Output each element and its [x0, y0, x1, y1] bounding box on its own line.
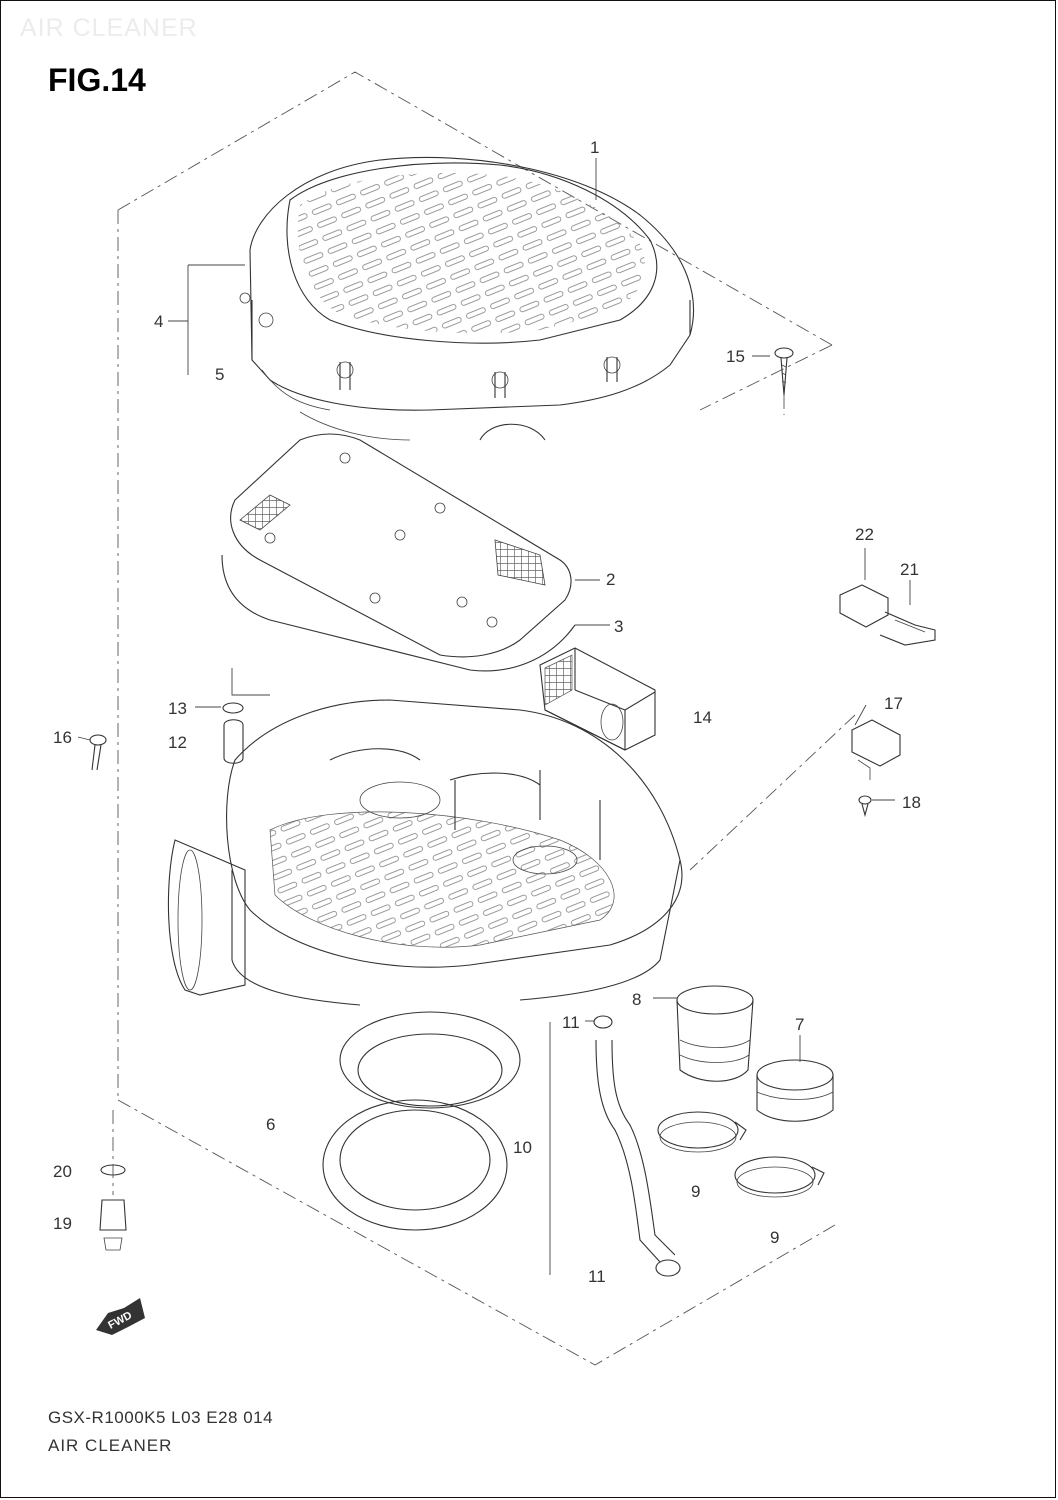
callout-9b: 9: [770, 1228, 779, 1247]
callout-14: 14: [693, 708, 712, 727]
figure-title: FIG.14: [48, 62, 146, 98]
footer-caption: AIR CLEANER: [48, 1436, 173, 1455]
part-6-seal: [322, 1011, 521, 1231]
model-code: GSX-R1000K5 L03 E28 014: [48, 1408, 274, 1427]
callout-17: 17: [884, 694, 903, 713]
callout-11a: 11: [562, 1013, 580, 1032]
callout-22: 22: [855, 525, 874, 544]
callout-11b: 11: [588, 1267, 606, 1286]
part-21-22-connector: [839, 548, 936, 646]
fwd-arrow-icon: FWD: [96, 1298, 145, 1335]
callout-18: 18: [902, 793, 921, 812]
part-15-screw: [774, 347, 794, 415]
callout-2: 2: [606, 570, 615, 589]
callout-12: 12: [168, 733, 187, 752]
callout-5: 5: [215, 365, 224, 384]
callout-4: 4: [154, 312, 163, 331]
callout-8: 8: [632, 990, 641, 1009]
callout-10: 10: [513, 1138, 532, 1157]
callout-labels: 1 2 3 4 5 6 7 8 9 9 10 11 11 12 13 14 15…: [53, 138, 921, 1286]
callout-1: 1: [590, 138, 599, 157]
part-7-coupling: [756, 1059, 834, 1122]
callout-19: 19: [53, 1214, 72, 1233]
leader-lines: [168, 158, 801, 1062]
part-8-coupling: [676, 985, 754, 1082]
part-14-funnel: [539, 647, 656, 751]
callout-13: 13: [168, 699, 187, 718]
part-18-screw: [858, 795, 895, 818]
callout-21: 21: [900, 560, 919, 579]
callout-6: 6: [266, 1115, 275, 1134]
callout-16: 16: [53, 728, 72, 747]
watermark-title: AIR CLEANER: [20, 14, 198, 42]
part-2-3-element: [221, 433, 576, 672]
callout-20: 20: [53, 1162, 72, 1181]
part-9-clamps: [657, 1111, 825, 1198]
callout-3: 3: [614, 617, 623, 636]
part-17-sensor: [689, 704, 901, 871]
assembly-envelope: [117, 71, 836, 1366]
part-16-screw: [77, 734, 107, 771]
part-12-13-grommet: [195, 668, 270, 764]
part-10-drain-hose: [549, 1015, 681, 1277]
callout-9a: 9: [691, 1182, 700, 1201]
callout-15: 15: [726, 347, 745, 366]
callout-7: 7: [795, 1015, 804, 1034]
lower-housing: [167, 699, 683, 1006]
part-1-upper-cover: [239, 156, 695, 441]
part-19-20-sensor: [99, 1110, 127, 1251]
